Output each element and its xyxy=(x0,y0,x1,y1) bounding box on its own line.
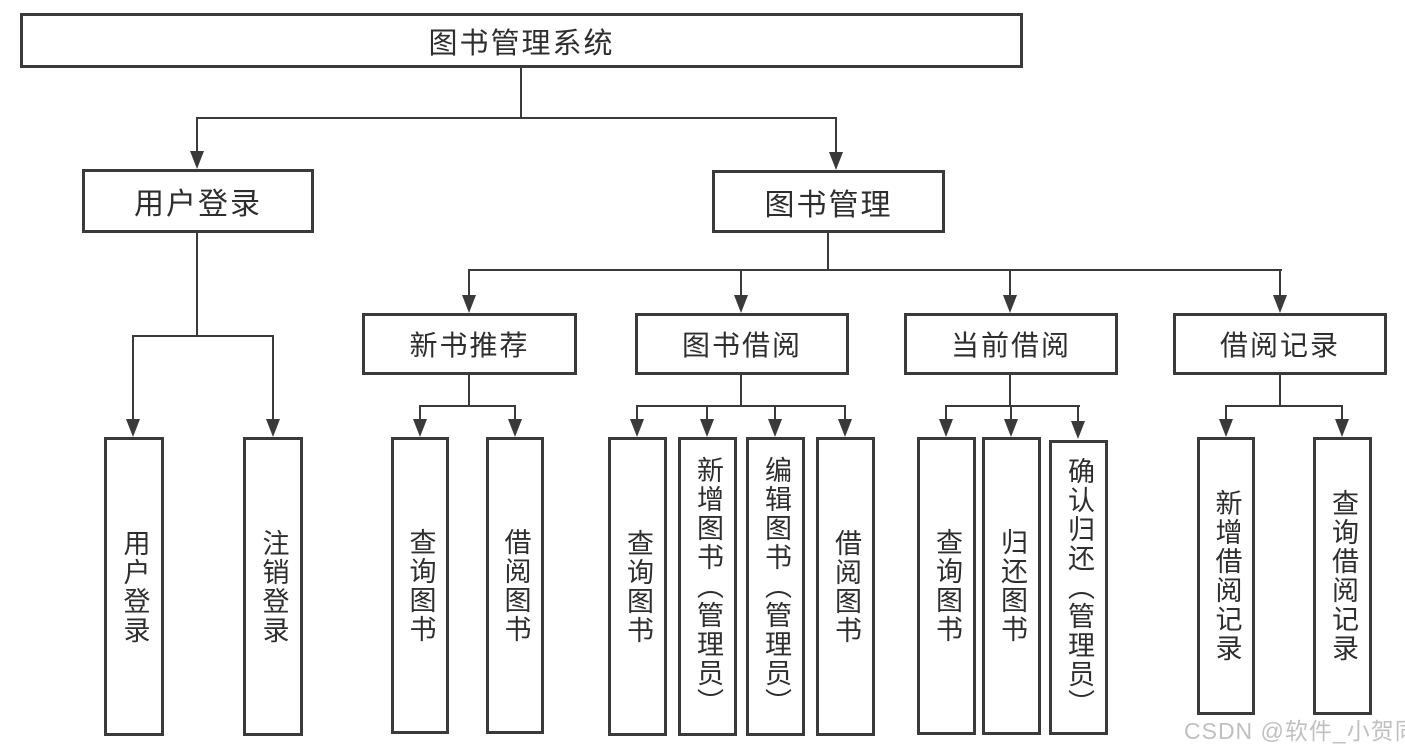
connector-line xyxy=(520,66,522,119)
arrow-down-icon xyxy=(734,295,748,313)
arrow-down-icon xyxy=(838,419,852,437)
connector-line xyxy=(827,231,829,271)
arrow-down-icon xyxy=(126,419,140,437)
connector-line xyxy=(468,373,470,407)
connector-line xyxy=(468,269,1282,271)
leaf-add-borrow-record: 新增借阅记录 xyxy=(1197,437,1255,715)
node-new-book-recommend: 新书推荐 xyxy=(362,313,577,375)
connector-line xyxy=(1341,405,1343,421)
connector-line xyxy=(1010,405,1012,421)
leaf-logout: 注销登录 xyxy=(243,437,303,736)
connector-line xyxy=(132,335,134,420)
arrow-down-icon xyxy=(462,295,476,313)
arrow-down-icon xyxy=(1335,419,1349,437)
connector-line xyxy=(197,117,837,119)
connector-line xyxy=(132,335,274,337)
node-borrow-records: 借阅记录 xyxy=(1173,313,1387,375)
leaf-confirm-return-admin: 确认归还（管理员） xyxy=(1049,440,1108,735)
connector-line xyxy=(1279,373,1281,407)
arrow-down-icon xyxy=(1219,419,1233,437)
arrow-down-icon xyxy=(768,419,782,437)
connector-line xyxy=(636,405,846,407)
leaf-edit-book-admin: 编辑图书（管理员） xyxy=(746,437,805,736)
arrow-down-icon xyxy=(1071,421,1085,439)
leaf-borrow-book-recommend: 借阅图书 xyxy=(486,437,544,734)
leaf-return-book: 归还图书 xyxy=(982,437,1041,735)
connector-line xyxy=(945,405,1080,407)
leaf-user-login: 用户登录 xyxy=(104,437,164,736)
arrow-down-icon xyxy=(630,419,644,437)
arrow-down-icon xyxy=(266,419,280,437)
connector-line xyxy=(835,117,837,153)
connector-line xyxy=(514,405,516,421)
connector-line xyxy=(740,373,742,407)
node-current-borrow: 当前借阅 xyxy=(904,313,1118,375)
connector-line xyxy=(774,405,776,421)
connector-line xyxy=(636,405,638,421)
connector-line xyxy=(419,405,421,421)
connector-line xyxy=(1225,405,1227,421)
arrow-down-icon xyxy=(700,419,714,437)
arrow-down-icon xyxy=(413,419,427,437)
connector-line xyxy=(419,405,516,407)
arrow-down-icon xyxy=(1004,419,1018,437)
connector-line xyxy=(740,269,742,295)
leaf-query-book-borrow: 查询图书 xyxy=(608,437,667,736)
arrow-down-icon xyxy=(1003,295,1017,313)
leaf-query-book-recommend: 查询图书 xyxy=(391,437,449,734)
node-book-borrow: 图书借阅 xyxy=(635,313,849,375)
leaf-query-book-current: 查询图书 xyxy=(917,437,976,735)
connector-line xyxy=(1077,405,1079,423)
connector-line xyxy=(272,335,274,420)
connector-line xyxy=(1009,269,1011,295)
node-root: 图书管理系统 xyxy=(20,13,1023,68)
connector-line xyxy=(1225,405,1343,407)
leaf-query-borrow-record: 查询借阅记录 xyxy=(1313,437,1372,715)
leaf-borrow-book: 借阅图书 xyxy=(816,437,875,736)
leaf-add-book-admin: 新增图书（管理员） xyxy=(678,437,737,736)
connector-line xyxy=(196,231,198,337)
connector-line xyxy=(1279,269,1281,295)
node-book-management: 图书管理 xyxy=(712,170,945,233)
csdn-watermark: CSDN @软件_小贺同学 xyxy=(1184,718,1405,744)
arrow-down-icon xyxy=(939,419,953,437)
arrow-down-icon xyxy=(508,419,522,437)
arrow-down-icon xyxy=(190,151,204,169)
connector-line xyxy=(196,117,198,153)
connector-line xyxy=(844,405,846,421)
arrow-down-icon xyxy=(1273,295,1287,313)
arrow-down-icon xyxy=(829,152,843,170)
node-user-login: 用户登录 xyxy=(82,169,314,233)
connector-line xyxy=(1009,373,1011,407)
connector-line xyxy=(706,405,708,421)
connector-line xyxy=(945,405,947,421)
connector-line xyxy=(468,269,470,295)
